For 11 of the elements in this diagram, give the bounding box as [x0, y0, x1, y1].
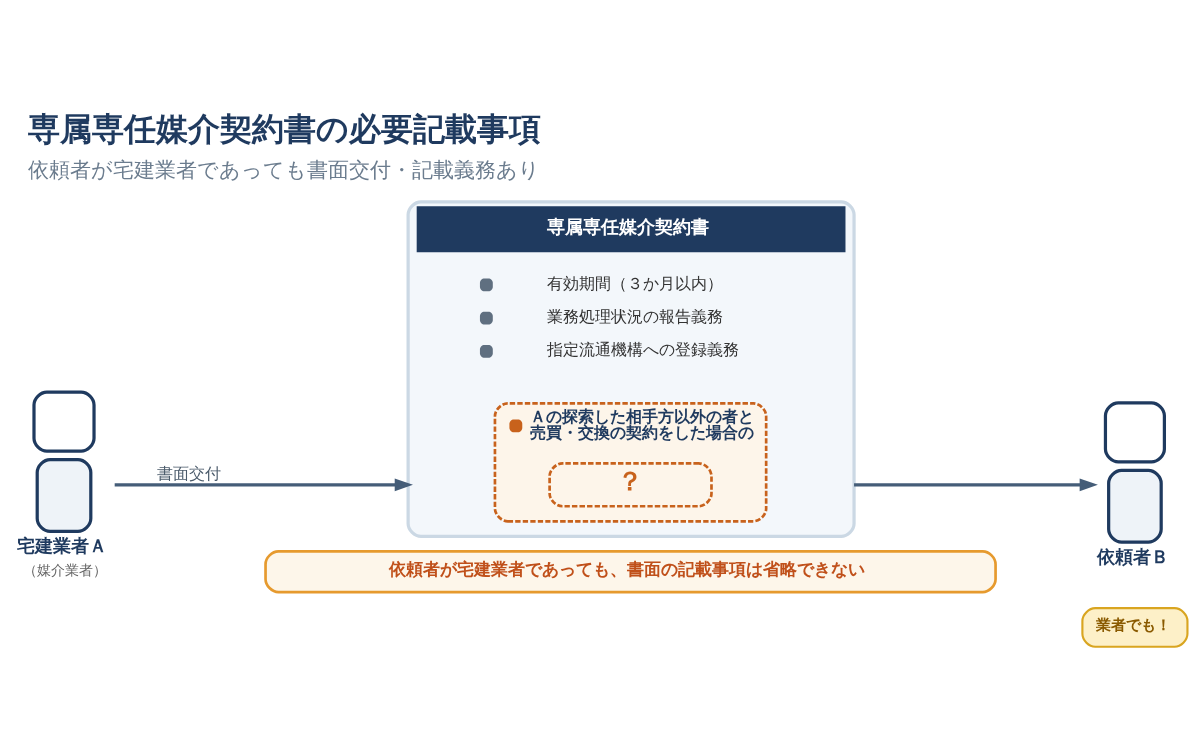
- edge-label: 書面交付: [157, 463, 222, 483]
- caption: 依頼者が宅建業者であっても書面交付・記載義務あり: [28, 156, 541, 182]
- node-label: （媒介業者）: [22, 561, 107, 578]
- arrow: [854, 477, 1098, 491]
- arrow: [114, 477, 413, 491]
- node-box: ？: [548, 461, 713, 508]
- node-box: 依頼者が宅建業者であっても、書面の記載事項は省略できない: [264, 549, 997, 593]
- node-label: 宅建業者Ａ: [17, 534, 108, 556]
- node-box: 業者でも！: [1081, 606, 1189, 648]
- diagram-title: 専属専任媒介契約書の必要記載事項: [28, 109, 542, 148]
- node-label: 依頼者Ｂ: [1097, 545, 1170, 567]
